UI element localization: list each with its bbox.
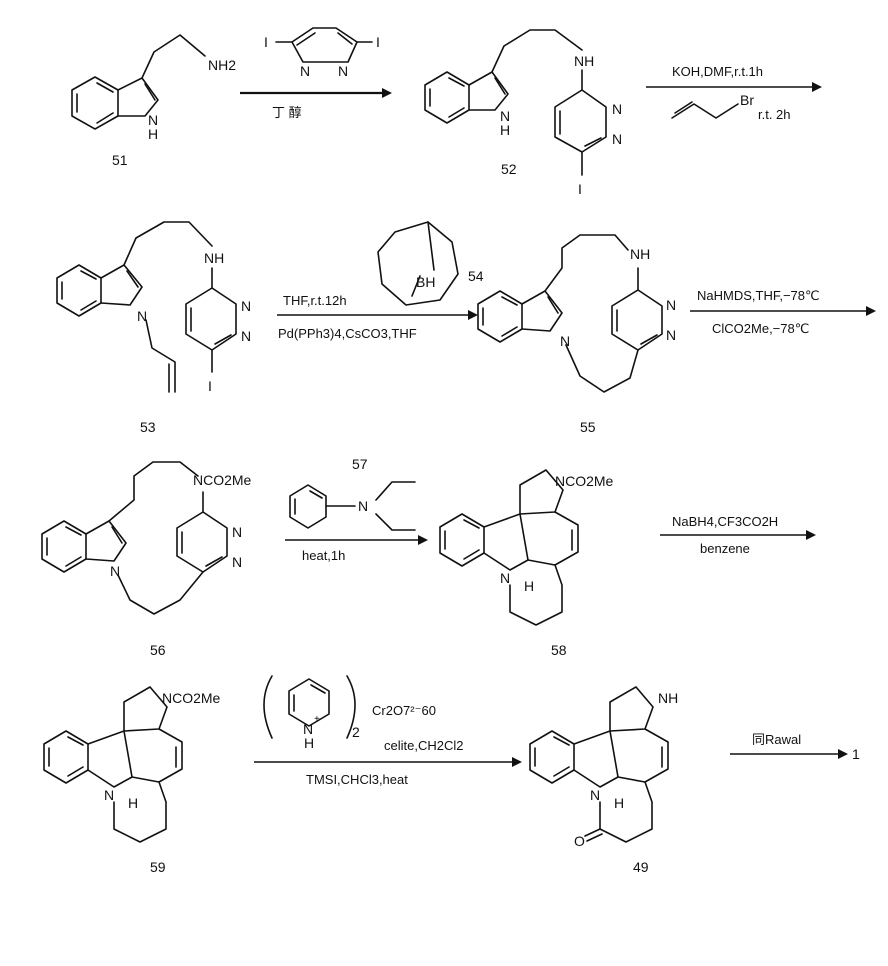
compound-59-n: N [104, 787, 114, 803]
compound-52-n2: N [612, 131, 622, 147]
compound-53-n1: N [241, 298, 251, 314]
compound-58-n: N [500, 570, 510, 586]
compound-56-structure [41, 461, 228, 615]
reagent-3-conditions: THF,r.t.12h [283, 293, 347, 308]
reaction-arrow-4-head [866, 306, 876, 316]
compound-51-n: N [148, 112, 158, 128]
compound-52-nh: NH [574, 53, 594, 69]
compound-57-n: N [358, 498, 368, 514]
diiodopyridazine-structure [275, 27, 373, 63]
compound-58-label: 58 [551, 642, 567, 658]
compound-59-h: H [128, 795, 138, 811]
reaction-arrow-5-head [418, 535, 428, 545]
reagent-6-reductant: NaBH4,CF3CO2H [672, 514, 778, 529]
compound-51-h: H [148, 126, 158, 142]
compound-52-n-indole: N [500, 108, 510, 124]
reagent-4-base: NaHMDS,THF,−78℃ [697, 288, 820, 303]
compound-49-n: N [590, 787, 600, 803]
reagent-2-br: Br [740, 92, 754, 108]
reaction-arrow-3-head [468, 310, 478, 320]
reagent-3-catalyst: Pd(PPh3)4,CsCO3,THF [278, 326, 417, 341]
compound-57-label: 57 [352, 456, 368, 472]
reagent-5-conditions: heat,1h [302, 548, 345, 563]
compound-52-n1: N [612, 101, 622, 117]
compound-49-h: H [614, 795, 624, 811]
compound-58-structure [439, 469, 579, 626]
pyridinium-structure [263, 675, 356, 739]
compound-52-h: H [500, 122, 510, 138]
reagent-1-n-left: N [300, 63, 310, 79]
compound-55-n-indole: N [560, 333, 570, 349]
compound-59-structure [43, 686, 183, 843]
pyridinium-n: N [303, 721, 313, 737]
compound-58-h: H [524, 578, 534, 594]
compound-55-nh: NH [630, 246, 650, 262]
reaction-arrow-7-head [512, 757, 522, 767]
compound-49-structure [529, 686, 669, 843]
reagent-2-base: KOH,DMF,r.t.1h [672, 64, 763, 79]
compound-53-i: I [208, 378, 212, 394]
reaction-arrow-8-head [838, 749, 848, 759]
compound-55-n1: N [666, 297, 676, 313]
nine-bbn-structure [377, 221, 459, 306]
reagent-4-electrophile: ClCO2Me,−78℃ [712, 321, 809, 336]
compound-58-substituent: NCO2Me [555, 473, 614, 489]
compound-53-n-indole: N [137, 308, 147, 324]
compound-56-n-indole: N [110, 563, 120, 579]
compound-49-o: O [574, 833, 585, 849]
pyridinium-plus: + [314, 714, 320, 725]
reagent-1-i-right: I [376, 34, 380, 50]
compound-54-label: 54 [468, 268, 484, 284]
compound-53-structure [56, 221, 237, 393]
compound-49-nh: NH [658, 690, 678, 706]
compound-51-structure [71, 34, 206, 130]
compound-51-nh2: NH2 [208, 57, 236, 73]
compound-55-label: 55 [580, 419, 596, 435]
compound-56-substituent: NCO2Me [193, 472, 252, 488]
reaction-arrow-6-head [806, 530, 816, 540]
pyridinium-count: 2 [352, 724, 360, 740]
compound-55-n2: N [666, 327, 676, 343]
allyl-bromide-structure [671, 101, 739, 119]
compound-59-substituent: NCO2Me [162, 690, 221, 706]
reagent-8-reference: 同Rawal [752, 732, 801, 747]
reagent-1-i-left: I [264, 34, 268, 50]
compound-51-label: 51 [112, 152, 128, 168]
reagent-7-deprotection: TMSI,CHCl3,heat [306, 772, 408, 787]
product-1-label: 1 [852, 746, 860, 762]
compound-53-label: 53 [140, 419, 156, 435]
diethylaniline-structure [289, 481, 416, 531]
compound-55-structure [477, 234, 663, 393]
compound-53-nh: NH [204, 250, 224, 266]
reagent-7-oxidant: Cr2O7²⁻60 [372, 703, 436, 718]
compound-52-label: 52 [501, 161, 517, 177]
reaction-arrow-1-head [382, 88, 392, 98]
compound-59-label: 59 [150, 859, 166, 875]
compound-56-n1: N [232, 524, 242, 540]
compound-52-i: I [578, 181, 582, 197]
compound-53-n2: N [241, 328, 251, 344]
compound-56-label: 56 [150, 642, 166, 658]
reagent-7-support: celite,CH2Cl2 [384, 738, 463, 753]
compound-54-bh: BH [416, 274, 435, 290]
reagent-2-conditions: r.t. 2h [758, 107, 791, 122]
compound-49-label: 49 [633, 859, 649, 875]
reagent-1-n-right: N [338, 63, 348, 79]
compound-52-structure [424, 29, 607, 176]
reagent-6-solvent: benzene [700, 541, 750, 556]
pyridinium-h: H [304, 735, 314, 751]
reaction-arrow-2-head [812, 82, 822, 92]
reagent-1-solvent: 丁 醇 [272, 105, 302, 120]
compound-56-n2: N [232, 554, 242, 570]
